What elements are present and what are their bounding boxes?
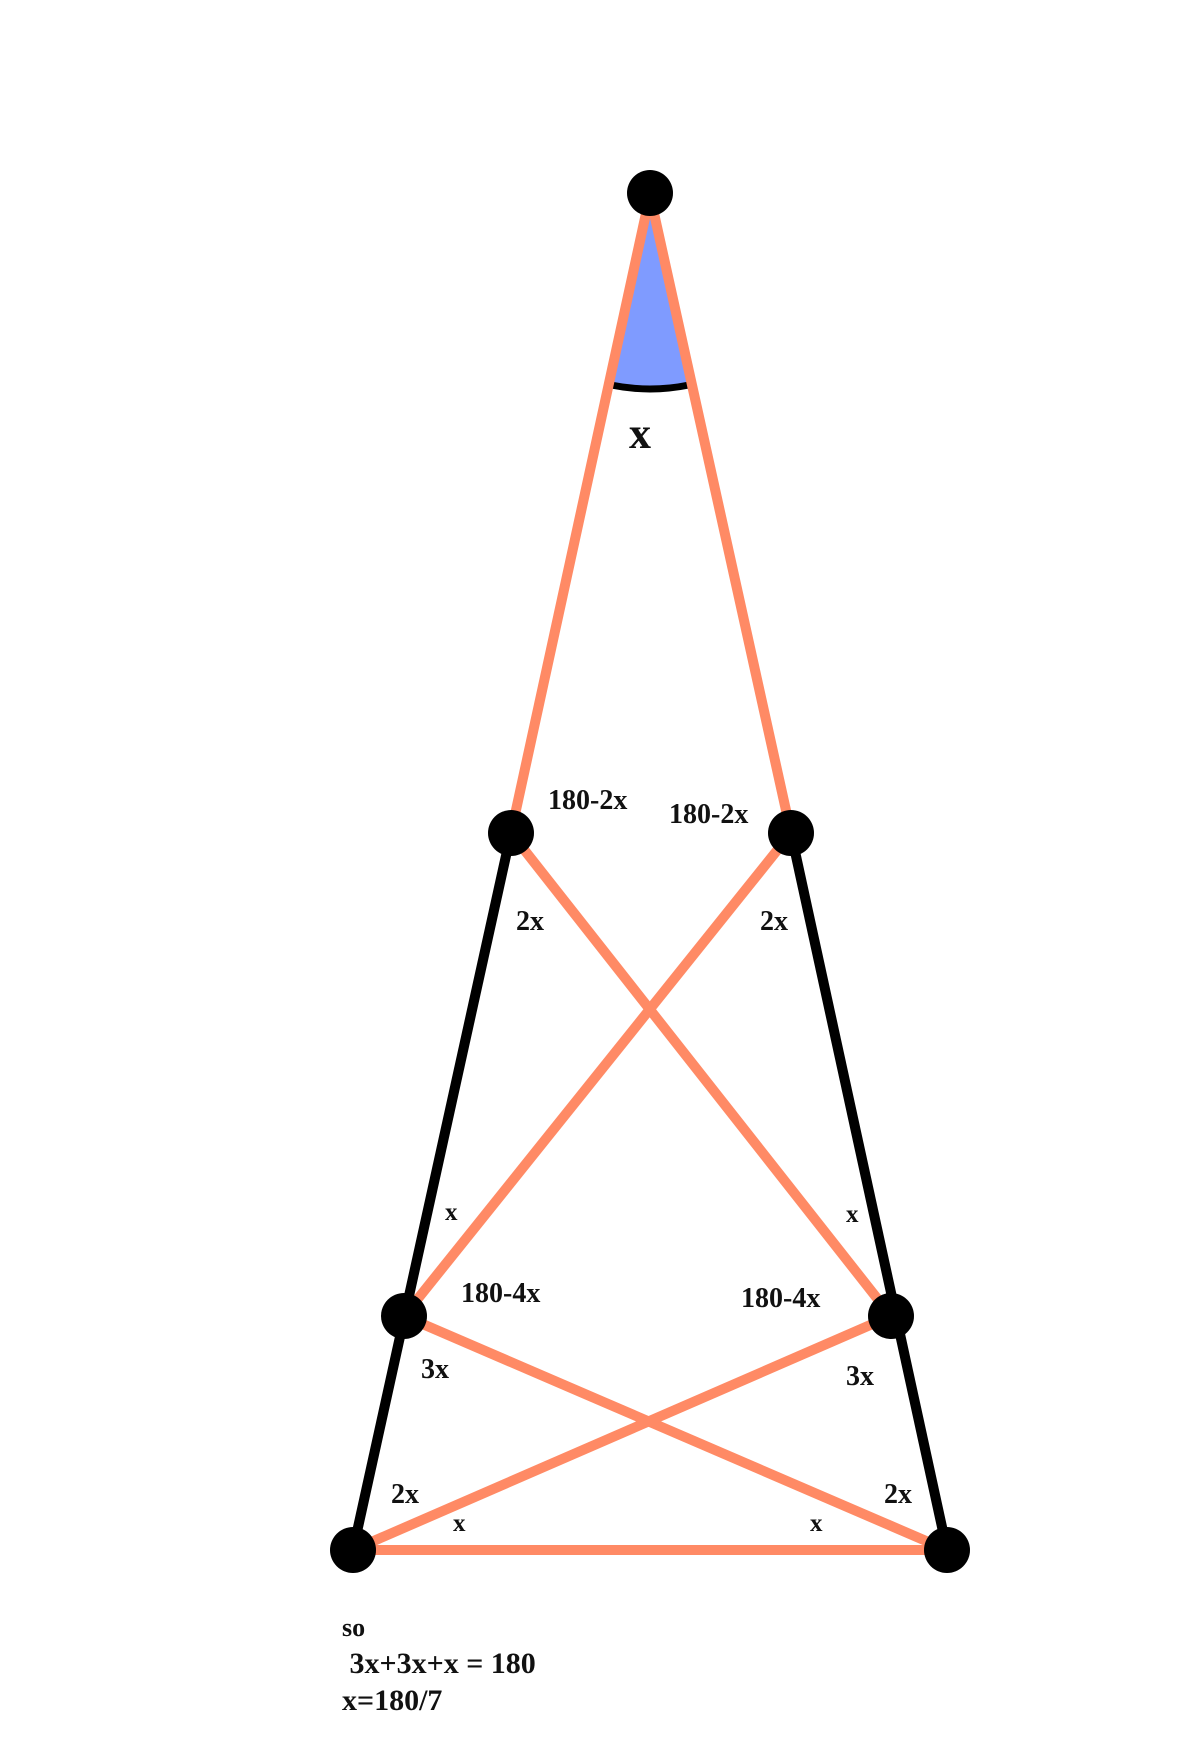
point-upper-right (768, 810, 814, 856)
apex-angle-label: x (629, 409, 651, 458)
solution-equation: 3x+3x+x = 180 (342, 1647, 536, 1680)
upper-right-to-middle-left-segment (400, 829, 795, 1320)
apex-angle-arc (610, 381, 690, 393)
point-middle-right (868, 1293, 914, 1339)
upper-right-inner-angle-label: 2x (760, 906, 788, 937)
middle-right-upper-angle-label: x (846, 1201, 859, 1228)
bottom-left-upper-angle-label: 2x (391, 1479, 419, 1510)
left-side-black-segment (348, 831, 516, 1552)
bottom-right-upper-angle-label: 2x (884, 1479, 912, 1510)
middle-right-lower-angle-label: 3x (846, 1361, 874, 1392)
middle-left-to-bottom-right-segment (402, 1311, 949, 1555)
upper-right-outer-angle-label: 180-2x (669, 799, 748, 830)
middle-right-outer-angle-label: 180-4x (741, 1283, 820, 1314)
bottom-right-lower-angle-label: x (810, 1510, 823, 1537)
point-bottom-right (924, 1527, 970, 1573)
point-middle-left (381, 1293, 427, 1339)
middle-right-to-bottom-left-segment (351, 1311, 893, 1555)
middle-left-lower-angle-label: 3x (421, 1354, 449, 1385)
point-bottom-left (330, 1527, 376, 1573)
middle-left-upper-angle-label: x (445, 1199, 458, 1226)
right-side-black-segment (786, 831, 952, 1552)
upper-left-outer-angle-label: 180-2x (548, 785, 627, 816)
middle-left-outer-angle-label: 180-4x (461, 1278, 540, 1309)
apex-right-segment (645, 193, 796, 835)
apex-left-segment (506, 193, 655, 835)
upper-left-inner-angle-label: 2x (516, 906, 544, 937)
apex-angle-marker (611, 195, 689, 389)
solution-line-so: so (342, 1613, 365, 1642)
solution-result: x=180/7 (342, 1684, 442, 1717)
point-upper-left (488, 810, 534, 856)
point-apex (627, 170, 673, 216)
upper-left-to-middle-right-segment (507, 829, 895, 1320)
bottom-left-lower-angle-label: x (453, 1510, 466, 1537)
